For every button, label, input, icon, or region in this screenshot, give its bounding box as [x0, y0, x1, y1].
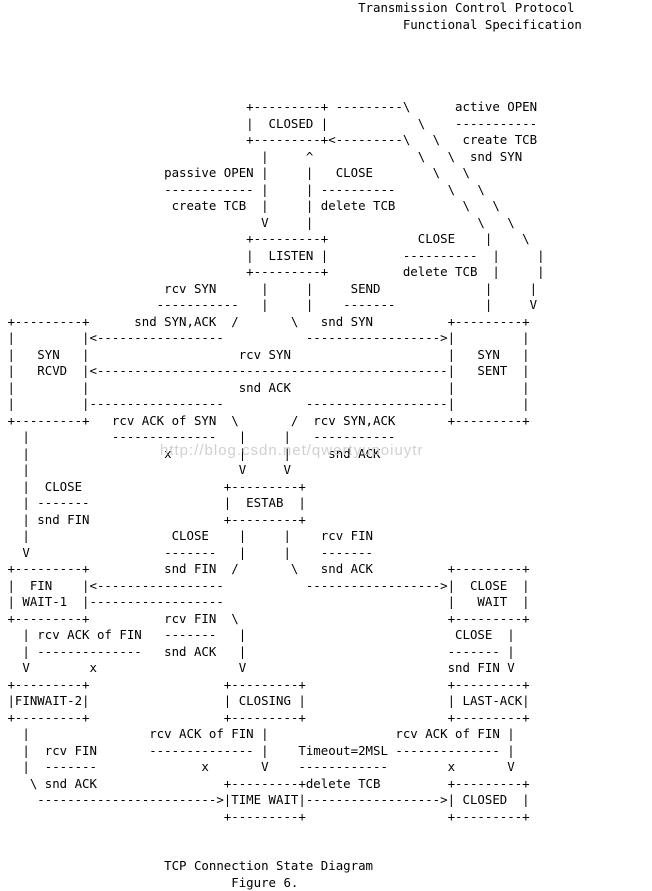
diagram-line: | | snd ACK | | — [0, 380, 582, 397]
diagram-line — [0, 66, 582, 83]
diagram-line: +---------+ rcv ACK of SYN \ / rcv SYN,A… — [0, 413, 582, 430]
diagram-line: | rcv ACK of FIN ------- | CLOSE | — [0, 627, 582, 644]
diagram-line: | CLOSE | | rcv FIN — [0, 528, 582, 545]
diagram-line: | rcv ACK of FIN | rcv ACK of FIN | — [0, 726, 582, 743]
diagram-line: | CLOSE +---------+ — [0, 479, 582, 496]
diagram-line: ------------------------>|TIME WAIT|----… — [0, 792, 582, 809]
diagram-line: | ------- | ESTAB | — [0, 495, 582, 512]
diagram-line: |FINWAIT-2| | CLOSING | | LAST-ACK| — [0, 693, 582, 710]
diagram-line: +---------+ CLOSE | \ — [0, 231, 582, 248]
diagram-line — [0, 842, 582, 859]
diagram-line: | LISTEN | ---------- | | — [0, 248, 582, 265]
diagram-line: ----------- | | ------- | V — [0, 297, 582, 314]
diagram-line: V | \ \ — [0, 215, 582, 232]
diagram-line: | ^ \ \ snd SYN — [0, 149, 582, 166]
diagram-line: \ snd ACK +---------+delete TCB +-------… — [0, 776, 582, 793]
diagram-line: | |------------------ ------------------… — [0, 396, 582, 413]
diagram-line: | FIN |<----------------- --------------… — [0, 578, 582, 595]
diagram-line: +---------+ delete TCB | | — [0, 264, 582, 281]
diagram-line: | rcv FIN -------------- | Timeout=2MSL … — [0, 743, 582, 760]
diagram-line: Functional Specification — [0, 17, 582, 34]
diagram-line: | CLOSED | \ ----------- — [0, 116, 582, 133]
diagram-line: ------------ | | ---------- \ \ — [0, 182, 582, 199]
diagram-line — [0, 50, 582, 67]
watermark-url: http://blog.csdn.net/qwertyupoiuytr — [160, 442, 423, 459]
diagram-line: rcv SYN | | SEND | | — [0, 281, 582, 298]
diagram-line: | RCVD |<-------------------------------… — [0, 363, 582, 380]
diagram-line: | |<----------------- ------------------… — [0, 330, 582, 347]
diagram-line: +---------+ snd SYN,ACK / \ snd SYN +---… — [0, 314, 582, 331]
diagram-line: | ------- x V ------------ x V — [0, 759, 582, 776]
diagram-line: | -------------- snd ACK | ------- | — [0, 644, 582, 661]
diagram-line: +---------+ +---------+ — [0, 809, 582, 826]
diagram-line: +---------+ +---------+ +---------+ — [0, 677, 582, 694]
diagram-line: passive OPEN | | CLOSE \ \ — [0, 165, 582, 182]
diagram-line: | snd FIN +---------+ — [0, 512, 582, 529]
diagram-line — [0, 83, 582, 100]
diagram-line: TCP Connection State Diagram — [0, 858, 582, 875]
diagram-line: | SYN | rcv SYN | SYN | — [0, 347, 582, 364]
diagram-line: V ------- | | ------- — [0, 545, 582, 562]
diagram-line: +---------+ ---------\ active OPEN — [0, 99, 582, 116]
diagram-line: +---------+<---------\ \ create TCB — [0, 132, 582, 149]
diagram-line: +---------+ rcv FIN \ +---------+ — [0, 611, 582, 628]
diagram-line: | V V — [0, 462, 582, 479]
diagram-line: create TCB | | delete TCB \ \ — [0, 198, 582, 215]
diagram-line: | WAIT-1 |------------------ | WAIT | — [0, 594, 582, 611]
diagram-line — [0, 33, 582, 50]
diagram-line — [0, 825, 582, 842]
diagram-line: +---------+ snd FIN / \ snd ACK +-------… — [0, 561, 582, 578]
diagram-line: +---------+ +---------+ +---------+ — [0, 710, 582, 727]
diagram-line: V x V snd FIN V — [0, 660, 582, 677]
diagram-line: Transmission Control Protocol — [0, 0, 582, 17]
